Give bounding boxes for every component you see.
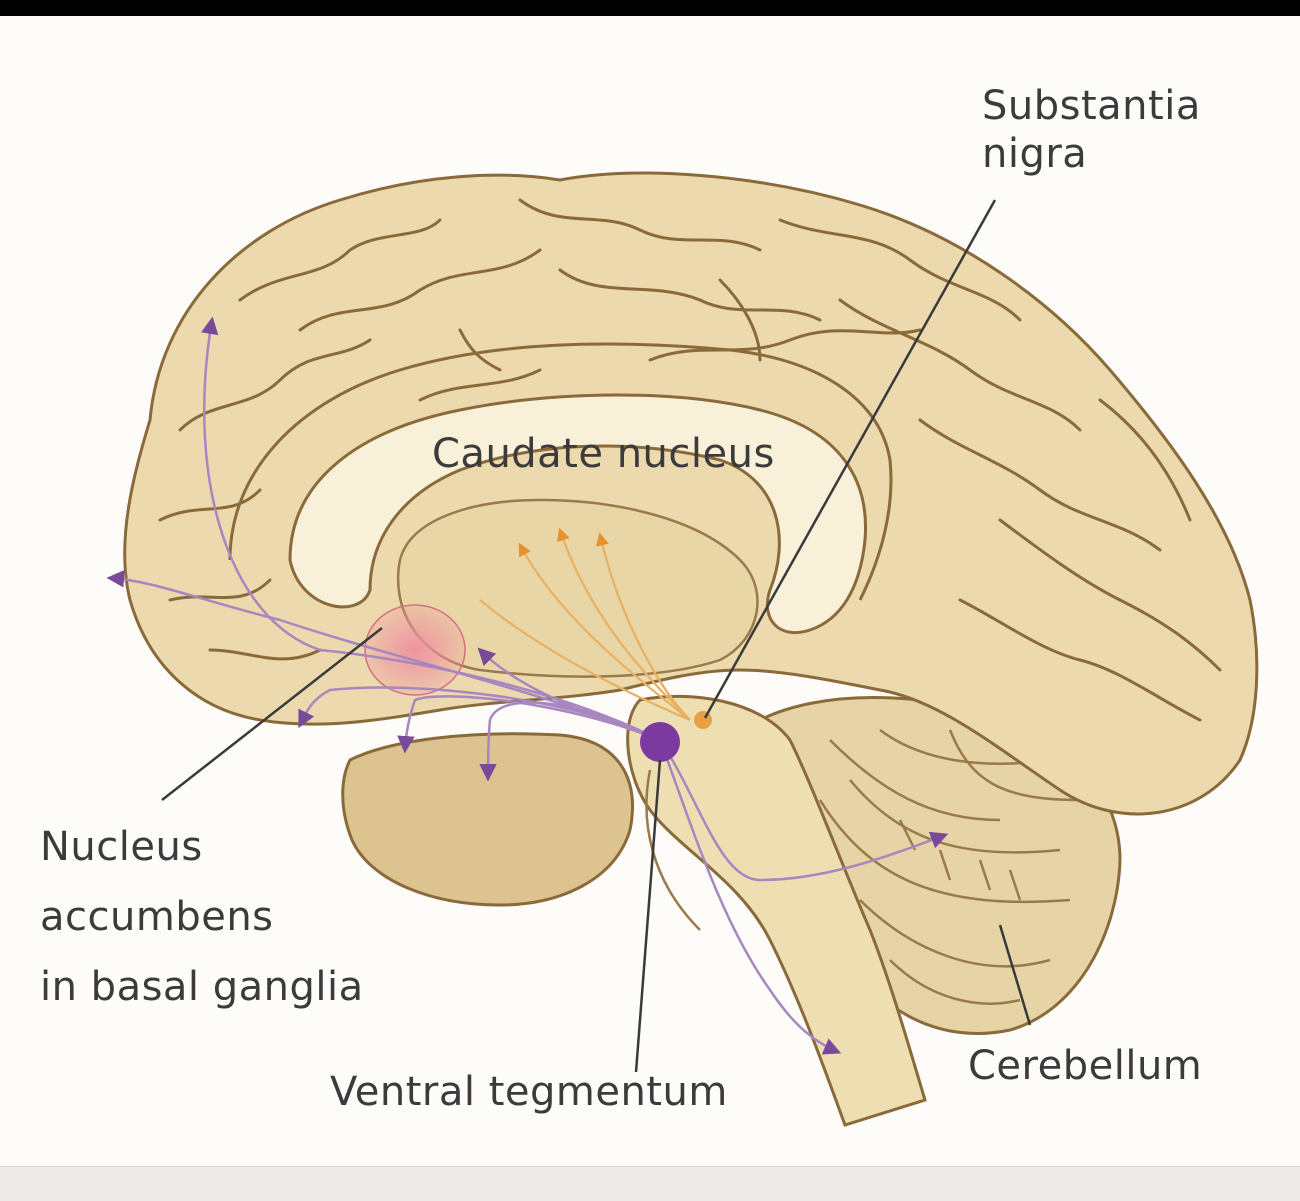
label-cerebellum: Cerebellum bbox=[968, 1043, 1203, 1089]
label-caudate-nucleus: Caudate nucleus bbox=[432, 431, 775, 477]
leader-line-cerebellum bbox=[998, 924, 1032, 1026]
label-substantia-nigra: Substantia nigra bbox=[982, 83, 1201, 177]
leader-line-substantia-nigra bbox=[703, 199, 997, 719]
temporal-lobe-shape bbox=[341, 732, 634, 907]
leader-lines bbox=[161, 199, 1032, 1073]
label-ventral-tegmentum: Ventral tegmentum bbox=[330, 1069, 728, 1115]
bottom-gray-strip bbox=[0, 1166, 1300, 1201]
leader-line-nucleus-accumbens bbox=[161, 627, 383, 801]
corpus-callosum-shape bbox=[288, 393, 868, 635]
brainstem-shape bbox=[626, 694, 927, 1127]
mesolimbic-pathways bbox=[106, 316, 949, 1055]
gyri-lines bbox=[158, 198, 1222, 722]
leader-line-ventral-tegmentum bbox=[634, 759, 662, 1073]
nucleus-accumbens-region bbox=[364, 604, 466, 696]
substantia-nigra-dot bbox=[694, 711, 712, 729]
caudate-pathways bbox=[479, 527, 691, 722]
cingulate-gyrus-shape bbox=[228, 342, 893, 601]
ventral-tegmentum-dot bbox=[640, 722, 680, 762]
top-black-bar bbox=[0, 0, 1300, 16]
label-nucleus-accumbens: Nucleus accumbens in basal ganglia bbox=[40, 824, 364, 1010]
